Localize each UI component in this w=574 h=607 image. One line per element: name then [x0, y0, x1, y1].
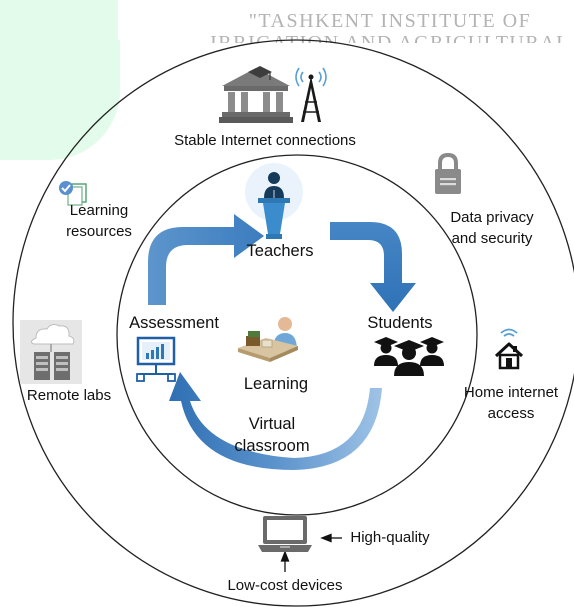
remote-labs-label: Remote labs — [26, 387, 112, 404]
learning-resources-label: Learning resources — [58, 200, 140, 242]
data-privacy-line1: Data privacy — [450, 209, 534, 226]
server-rack-icon — [20, 320, 82, 384]
home-internet-label: Home internet access — [452, 382, 570, 424]
teacher-podium-icon — [245, 163, 303, 239]
students-label: Students — [367, 314, 433, 332]
padlock-icon — [435, 152, 461, 194]
home-internet-line2: access — [487, 405, 535, 422]
outer-ring — [12, 39, 574, 607]
arrow-to-laptop-below — [280, 550, 290, 572]
laptop-icon — [258, 516, 312, 552]
learning-resources-line2: resources — [66, 223, 132, 240]
learning-desk-icon — [238, 317, 298, 362]
virtual-classroom-label: Virtual classroom — [224, 413, 320, 457]
virtual-classroom-line2: classroom — [234, 437, 310, 455]
teachers-label: Teachers — [246, 242, 314, 260]
watermark-shape — [0, 0, 118, 40]
arrow-to-laptop-right — [320, 533, 342, 543]
university-icon — [219, 66, 293, 123]
watermark-line1: "TASHKENT INSTITUTE OF — [248, 10, 532, 32]
learning-label: Learning — [243, 375, 309, 393]
assessment-monitor-icon — [136, 336, 176, 382]
stable-internet-label: Stable Internet connections — [174, 132, 356, 149]
low-cost-label: Low-cost devices — [227, 577, 343, 594]
watermark-text: "TASHKENT INSTITUTE OF IRRIGATION AND AG… — [205, 10, 574, 43]
wifi-house-icon — [494, 328, 524, 370]
home-internet-line1: Home internet — [463, 384, 559, 401]
data-privacy-line2: and security — [451, 230, 533, 247]
checklist-icon — [59, 181, 87, 206]
antenna-icon — [295, 67, 327, 122]
arrow-assessment-to-teachers — [148, 214, 264, 305]
virtual-classroom-line1: Virtual — [248, 415, 296, 433]
assessment-label: Assessment — [129, 314, 219, 332]
watermark-line2: IRRIGATION AND AGRICULTURAL — [210, 32, 570, 43]
students-group-icon — [374, 337, 444, 376]
inner-ring — [116, 154, 478, 516]
data-privacy-label: Data privacy and security — [438, 207, 546, 249]
arrow-students-to-assessment — [169, 372, 382, 470]
high-quality-label: High-quality — [350, 529, 430, 546]
arrow-teachers-to-students — [330, 222, 416, 312]
learning-resources-line1: Learning — [69, 202, 129, 219]
